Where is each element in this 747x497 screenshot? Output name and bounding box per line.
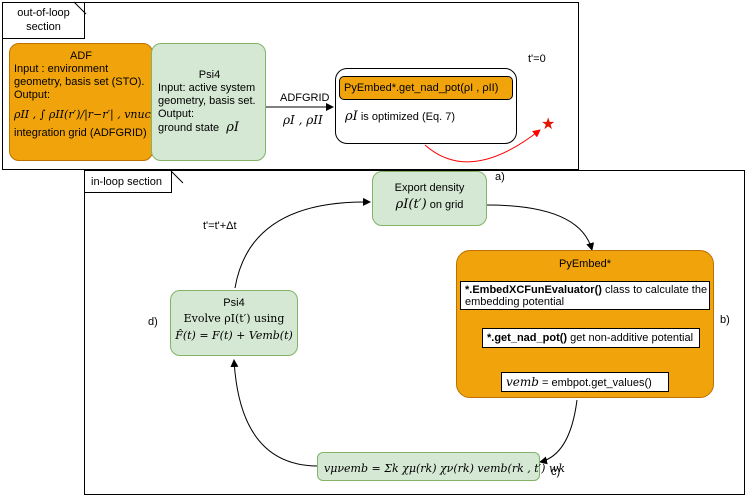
get-nad-pot-box: PyEmbed*.get_nad_pot(ρI , ρII) (339, 76, 513, 100)
arrow-export-to-pyembed (486, 204, 595, 251)
in-loop-tab-label: in-loop section (91, 176, 162, 188)
formula-box: vμνemb = Σk χμ(rk) χν(rk) vemb(rk , t′) … (317, 452, 565, 481)
out-of-loop-tab: out-of-loop section (3, 3, 85, 39)
nadpot-desc: get non-additive potential (567, 332, 694, 344)
psi4-evolve-line1: Evolve ρI(t′) using (183, 312, 285, 325)
psi4-init-box: Psi4 Input: active system geometry, basi… (151, 43, 266, 161)
adf-line3: Output: (14, 89, 51, 101)
formula-text: vμνemb = Σk χμ(rk) χν(rk) vemb(rk , t′) … (324, 462, 566, 475)
adf-box: ADF Input : environment geometry, basis … (9, 43, 167, 161)
psi4-evolve-title: Psi4 (223, 297, 245, 309)
psi4-init-line2: geometry, basis set. (158, 95, 256, 107)
label-d: d) (148, 316, 158, 328)
export-density-grid: on grid (429, 199, 464, 211)
psi4-init-line1: Input: active system (158, 82, 256, 94)
psi4-init-rho: ρI (226, 120, 239, 135)
optimized-line: ρI is optimized (Eq. 7) (345, 110, 455, 124)
nadpot-box: *.get_nad_pot() get non-additive potenti… (482, 328, 700, 348)
get-nad-pot-label: PyEmbed*.get_nad_pot(ρI , ρII) (344, 82, 499, 94)
optimized-rho: ρI (345, 109, 358, 124)
export-density-rho: ρI(t′) (395, 197, 427, 212)
arrow-to-star (424, 129, 541, 163)
evaluator-box: *.EmbedXCFunEvaluator() class to calcula… (460, 281, 710, 310)
label-c: c) (551, 466, 561, 478)
arrow-formula-to-psi4 (230, 359, 318, 467)
t0-label: t'=0 (528, 53, 546, 65)
adf-line4: ρII , ∫ ρII(r′)/|r−r′| , vnucII , (14, 108, 167, 121)
label-b: b) (720, 314, 730, 326)
adf-title: ADF (70, 50, 92, 62)
pyembed-loop-title: PyEmbed* (559, 258, 611, 270)
optimized-text: is optimized (Eq. 7) (360, 111, 455, 123)
time-step-label: t'=t'+Δt (203, 220, 237, 232)
arrow-psi4-to-export (234, 197, 371, 289)
in-loop-tab-corner (170, 170, 184, 184)
get-values-box: vemb = embpot.get_values() (501, 372, 669, 392)
tab-label-line2: section (26, 21, 61, 33)
nadpot-name: *.get_nad_pot() (487, 332, 568, 344)
export-density-box: Export density ρI(t′) on grid (372, 171, 487, 226)
psi4-init-title: Psi4 (198, 69, 221, 81)
tab-label-line1: out-of-loop (17, 7, 70, 19)
adf-line5: integration grid (ADFGRID) (14, 127, 147, 139)
export-density-line1: Export density (394, 182, 465, 194)
psi4-evolve-box: Psi4 Evolve ρI(t′) using F̂(t) = F(t) + … (170, 290, 298, 356)
in-loop-tab: in-loop section (85, 171, 172, 193)
psi4-init-line3: Output: (158, 108, 195, 120)
evaluator-desc: class to calculate the (601, 284, 708, 296)
adf-line2: geometry, basis set (STO). (14, 76, 145, 88)
psi4-evolve-line2: F̂(t) = F(t) + Vemb(t) (175, 329, 293, 342)
vemb-symbol: vemb (506, 375, 539, 389)
star-icon: ★ (541, 116, 556, 133)
psi4-init-line4: ground state (158, 122, 220, 134)
densities-label: ρI , ρII (283, 113, 323, 127)
adfgrid-label: ADFGRID (280, 92, 330, 104)
evaluator-name: *.EmbedXCFunEvaluator() (465, 284, 602, 296)
label-a: a) (495, 171, 505, 183)
arrow-pyembed-to-formula (539, 399, 578, 465)
out-of-loop-tab-corner (73, 1, 87, 15)
adf-line1: Input : environment (14, 63, 109, 75)
get-values-desc: = embpot.get_values() (538, 377, 652, 389)
evaluator-desc-line2: embedding potential (465, 296, 565, 308)
